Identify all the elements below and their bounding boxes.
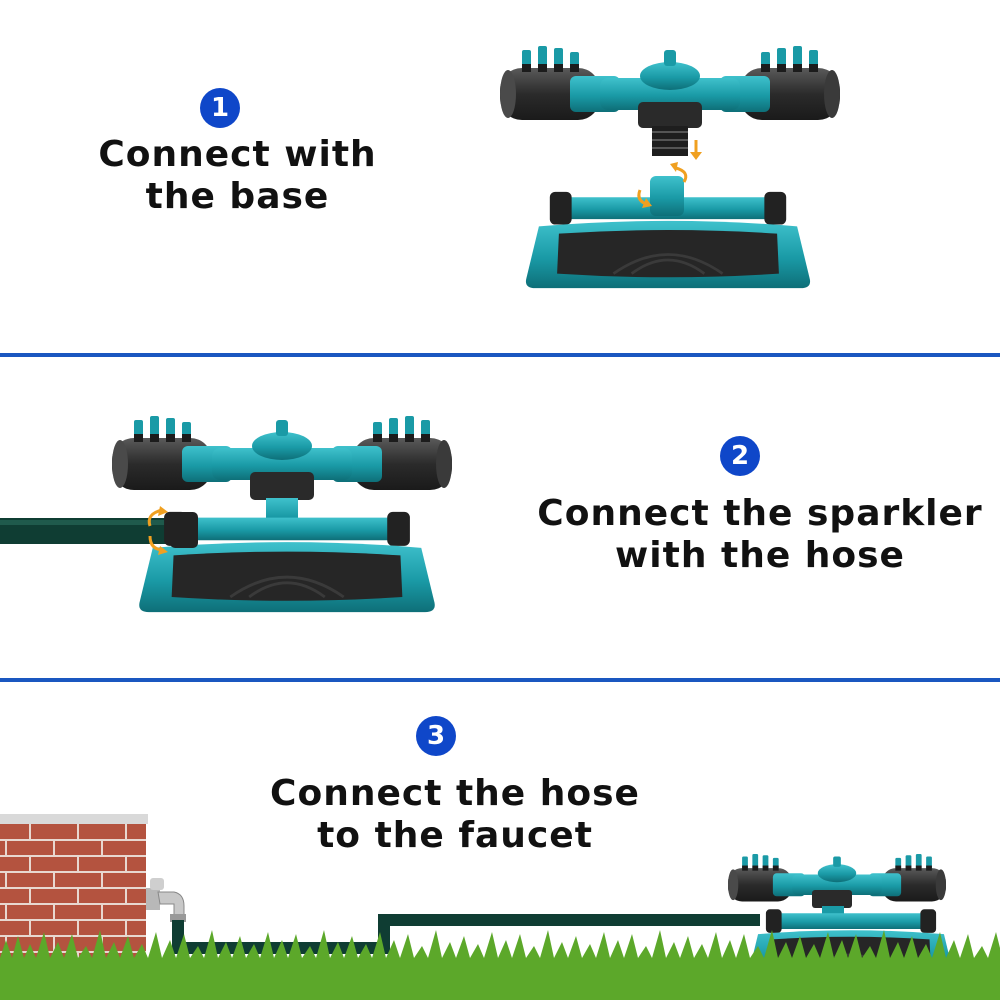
step-2-line-2: with the hose [615, 535, 905, 576]
section-divider-2 [0, 678, 1000, 682]
step-3-text: Connect the hose to the faucet [230, 773, 680, 857]
step-3-line-1: Connect the hose [270, 773, 640, 814]
step-1-line-2: the base [145, 176, 330, 217]
down-arrow-icon [690, 140, 702, 160]
section-divider-1 [0, 353, 1000, 357]
step-2-badge: 2 [720, 436, 760, 476]
step-3-badge: 3 [416, 716, 456, 756]
step-2-text: Connect the sparkler with the hose [530, 493, 990, 577]
step-1-illustration [500, 46, 840, 290]
step-3-line-2: to the faucet [317, 815, 593, 856]
step-1-badge: 1 [200, 88, 240, 128]
step-2-illustration [0, 416, 452, 614]
step-2-line-1: Connect the sparkler [537, 493, 983, 534]
faucet-icon [146, 878, 186, 922]
grass-icon [0, 930, 1000, 1000]
step-1-text: Connect with the base [60, 134, 415, 218]
step-1-line-1: Connect with [98, 134, 377, 175]
step-3-illustration [0, 814, 1000, 1000]
